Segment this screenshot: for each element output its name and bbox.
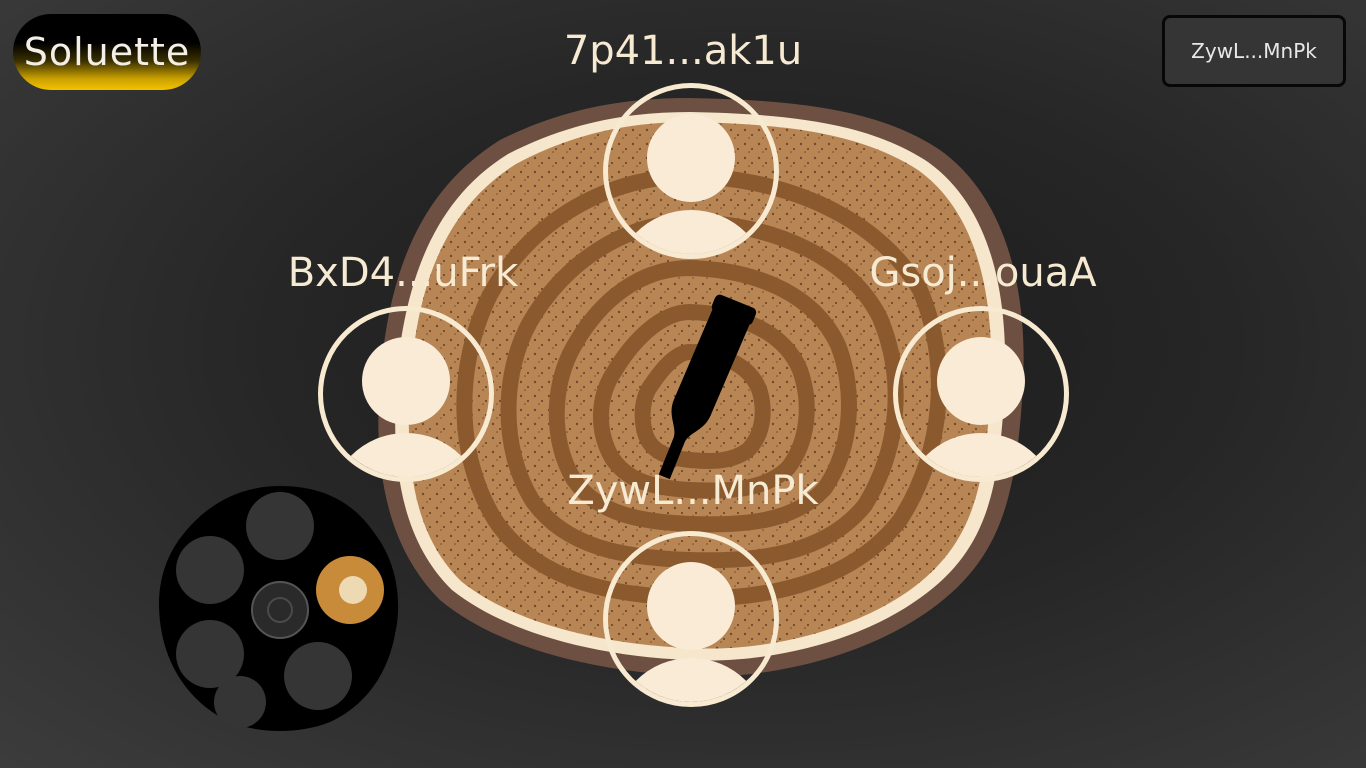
cylinder-chamber — [176, 536, 244, 604]
user-icon — [647, 562, 735, 650]
player-seat-top[interactable] — [603, 83, 779, 259]
player-seat-bottom[interactable] — [603, 531, 779, 707]
cylinder-chamber — [176, 620, 244, 688]
revolver-cylinder-icon — [158, 486, 399, 731]
player-seat-left[interactable] — [318, 306, 494, 482]
user-icon — [937, 337, 1025, 425]
wallet-button[interactable]: ZywL...MnPk — [1162, 15, 1346, 87]
cylinder-chamber — [246, 492, 314, 560]
cylinder-chamber — [214, 676, 266, 728]
player-name-bottom: ZywL...MnPk — [567, 468, 819, 514]
player-seat-right[interactable] — [893, 306, 1069, 482]
app-logo: Soluette — [13, 14, 201, 90]
user-icon — [362, 337, 450, 425]
player-name-right: Gsoj...ouaA — [869, 250, 1097, 296]
wallet-address: ZywL...MnPk — [1191, 39, 1317, 63]
player-name-left: BxD4...uFrk — [287, 250, 519, 296]
cylinder-chamber — [284, 642, 352, 710]
app-logo-text: Soluette — [23, 30, 191, 74]
player-name-top: 7p41...ak1u — [563, 28, 803, 74]
user-icon — [647, 114, 735, 202]
